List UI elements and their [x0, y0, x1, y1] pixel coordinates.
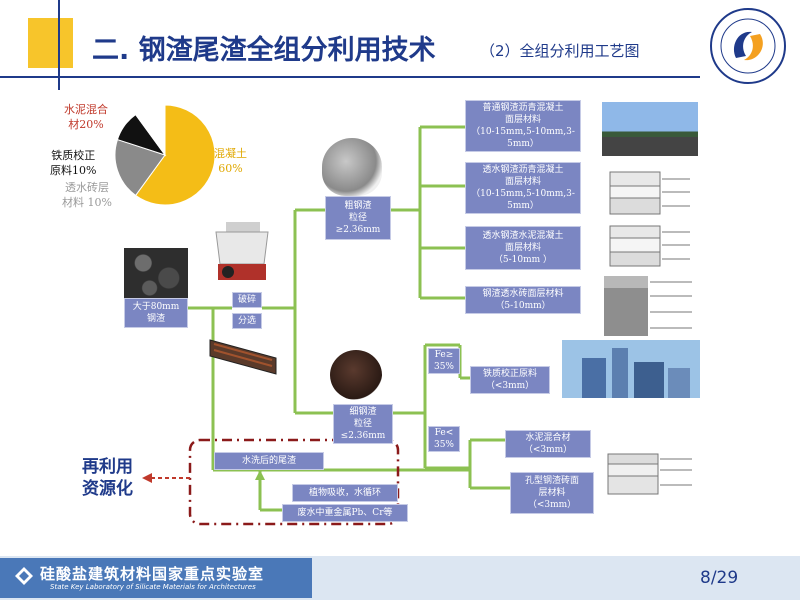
page-subtitle: （2）全组分利用工艺图 — [480, 42, 640, 60]
pie-label-iron: 铁质校正 原料10% — [50, 149, 97, 177]
pie-label-concrete: 混凝土 60% — [214, 147, 247, 175]
crusher-photo — [215, 222, 269, 280]
fine-slag-photo — [330, 350, 382, 400]
permeable-brick-section-photo — [604, 276, 692, 336]
screen-machine-photo — [209, 339, 277, 375]
page-title: 二. 钢渣尾渣全组分利用技术 — [92, 35, 436, 66]
fine-slag-box: 细钢渣 粒径 ≤2.36mm — [333, 404, 393, 444]
input-slag-box: 大于80mm 钢渣 — [124, 298, 188, 328]
product-permeable-brick-box: 钢渣透水砖面层材料 （5-10mm） — [465, 286, 581, 314]
wastewater-metals-box: 废水中重金属Pb、Cr等 — [282, 504, 408, 522]
fe-low-box: Fe< 35% — [428, 426, 460, 452]
university-logo — [710, 8, 786, 84]
header-horizontal-rule — [0, 76, 700, 78]
pie-label-cement: 水泥混合 材20% — [64, 103, 108, 131]
footer-lab-name: 硅酸盐建筑材料国家重点实验室 — [40, 565, 265, 583]
coarse-slag-photo — [322, 138, 382, 196]
product-cement-mix-box: 水泥混合材 （<3mm） — [505, 430, 591, 458]
pervious-asphalt-section-photo — [609, 171, 690, 215]
pie-label-brick: 透水砖层 材料 10% — [62, 181, 112, 209]
usage-pie-chart — [114, 104, 216, 206]
reuse-label: 再利用 资源化 — [82, 457, 133, 499]
plant-absorption-box: 植物吸收，水循环 — [292, 484, 398, 502]
header-accent-block — [28, 18, 73, 68]
coarse-slag-box: 粗钢渣 粒径 ≥2.36mm — [325, 196, 391, 240]
fe-high-box: Fe≥ 35% — [428, 348, 460, 374]
pie-slice — [134, 104, 216, 206]
product-pervious-asphalt-box: 透水钢渣沥青混凝土 面层材料 （10-15mm,5-10mm,3- 5mm） — [465, 162, 581, 214]
asphalt-road-photo — [602, 102, 698, 156]
porous-brick-section-photo — [607, 453, 692, 495]
product-iron-correction-box: 铁质校正原料 （<3mm） — [470, 366, 550, 394]
pie-slice — [134, 104, 166, 157]
footer-lab-name-en: State Key Laboratory of Silicate Materia… — [50, 583, 256, 591]
pervious-concrete-section-photo — [609, 225, 690, 267]
cement-plant-photo — [562, 340, 700, 398]
raw-slag-photo — [124, 248, 188, 298]
header-vertical-rule — [58, 0, 60, 90]
lab-emblem-icon — [15, 567, 33, 585]
pie-slice — [114, 138, 166, 197]
product-pervious-concrete-box: 透水钢渣水泥混凝土 面层材料 （5-10mm ） — [465, 226, 581, 270]
footer-lab-banner — [0, 558, 312, 598]
product-porous-brick-box: 孔型钢渣砖面 层材料 （<3mm） — [510, 472, 594, 514]
crush-box: 破碎 — [232, 292, 262, 308]
page-number: 8/29 — [700, 568, 739, 588]
product-asphalt-box: 普通钢渣沥青混凝土 面层材料 （10-15mm,5-10mm,3- 5mm） — [465, 100, 581, 152]
washed-tailings-box: 水洗后的尾渣 — [214, 452, 324, 470]
sort-box: 分选 — [232, 313, 262, 329]
